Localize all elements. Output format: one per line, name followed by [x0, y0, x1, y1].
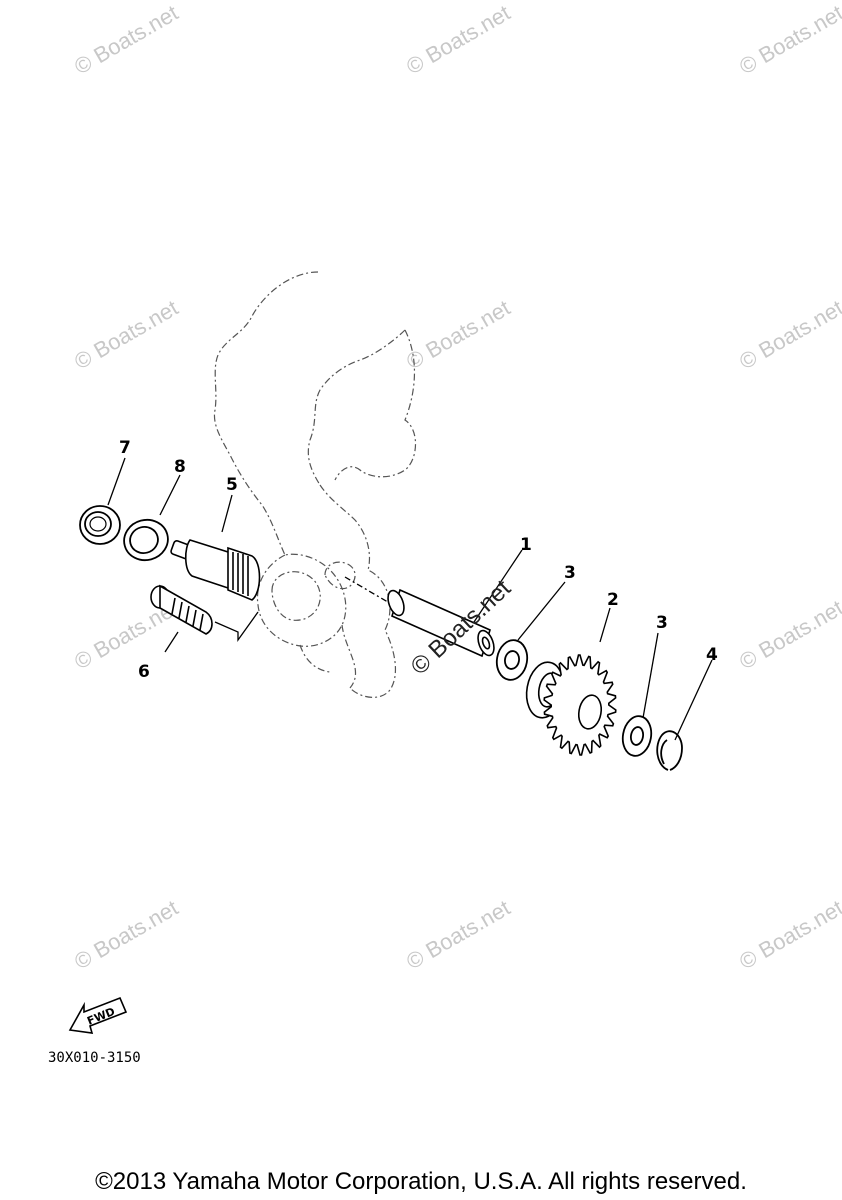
- callout-4: 4: [706, 645, 718, 665]
- watermark: © Boats.net: [70, 295, 182, 374]
- watermark: © Boats.net: [735, 895, 842, 974]
- watermark: © Boats.net: [735, 0, 842, 79]
- washer-part-3a[interactable]: [494, 638, 530, 683]
- callouts: 1 2 3 3 4 5 6 7 8: [119, 438, 718, 682]
- fwd-arrow-icon: FWD: [68, 996, 128, 1034]
- watermark: © Boats.net: [402, 0, 514, 79]
- gear-shaft-part-5[interactable]: [170, 539, 261, 601]
- callout-3a: 3: [564, 563, 576, 583]
- diagram-code: 30X010-3150: [48, 1050, 141, 1066]
- watermark: © Boats.net: [70, 895, 182, 974]
- watermarks: © Boats.net © Boats.net © Boats.net © Bo…: [70, 0, 842, 974]
- watermark: © Boats.net: [70, 0, 182, 79]
- callout-3b: 3: [656, 613, 668, 633]
- callout-8: 8: [174, 457, 186, 477]
- callout-7: 7: [119, 438, 131, 458]
- copyright-notice: ©2013 Yamaha Motor Corporation, U.S.A. A…: [95, 1168, 747, 1195]
- watermark: © Boats.net: [402, 895, 514, 974]
- washer-part-8[interactable]: [120, 515, 173, 565]
- bolt-part-6[interactable]: [150, 584, 213, 635]
- fwd-label: FWD: [85, 1005, 117, 1028]
- washer-part-3b[interactable]: [620, 714, 655, 758]
- circlip-part-4[interactable]: [656, 730, 683, 771]
- gear-part-2[interactable]: [522, 654, 617, 756]
- crankcase-outline: [213, 271, 417, 698]
- oil-seal-part-7[interactable]: [79, 505, 121, 545]
- shaft-part-1[interactable]: [385, 588, 497, 658]
- watermark: © Boats.net: [735, 295, 842, 374]
- callout-5: 5: [226, 475, 238, 495]
- callout-1: 1: [520, 535, 532, 555]
- watermark: © Boats.net: [735, 595, 842, 674]
- callout-6: 6: [138, 662, 150, 682]
- callout-2: 2: [607, 590, 619, 610]
- watermark: © Boats.net: [402, 295, 514, 374]
